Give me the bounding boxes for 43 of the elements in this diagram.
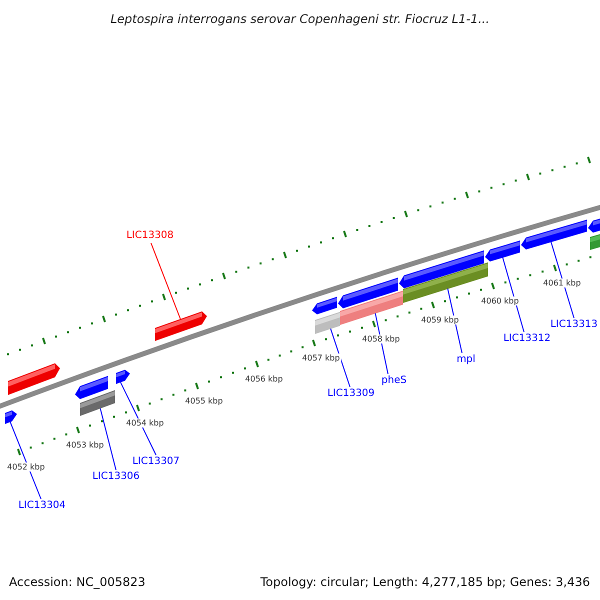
footer-text: Accession: NC_005823 <box>9 575 146 589</box>
gene-bar <box>340 290 403 325</box>
gene-feature <box>588 216 600 233</box>
scale-label: 4055 kbp <box>184 396 224 406</box>
leader-line <box>374 312 388 374</box>
gene-label: LIC13306 <box>92 471 140 483</box>
scale-label: 4052 kbp <box>6 462 46 472</box>
gene-feature <box>485 240 520 262</box>
scale-label: 4058 kbp <box>361 334 401 344</box>
leader-line <box>100 408 116 470</box>
leader-line <box>550 241 574 318</box>
leader-line <box>120 382 156 456</box>
gene-feature <box>521 220 587 250</box>
gene-bar <box>80 390 115 416</box>
leader-line <box>330 328 350 388</box>
gene-feature <box>312 296 337 314</box>
gene-label: LIC13304 <box>18 500 66 512</box>
gene-label: pheS <box>381 375 407 387</box>
gene-label: LIC13312 <box>503 333 551 345</box>
leader-line <box>502 257 524 332</box>
scale-label: 4053 kbp <box>65 440 105 450</box>
gene-feature <box>116 370 130 384</box>
scale-label: 4059 kbp <box>420 316 460 324</box>
gene-feature <box>155 311 207 341</box>
gene-label: mpl <box>456 354 476 366</box>
leader-line <box>150 242 181 320</box>
gene-label: LIC13313 <box>550 319 598 331</box>
gene-feature <box>8 363 60 395</box>
scale-label: 4061 kbp <box>542 278 582 288</box>
scale-label: 4060 kbp <box>480 296 520 306</box>
leader-line <box>10 421 42 500</box>
gene-label: LIC13309 <box>327 388 375 400</box>
gene-bar <box>315 312 340 334</box>
scale-label: 4056 kbp <box>244 374 284 384</box>
scale-label: 4057 kbp <box>301 354 341 362</box>
gene-bar <box>590 232 600 250</box>
footer-text: Topology: circular; Length: 4,277,185 bp; Genes: 3,436 <box>260 575 590 589</box>
leader-line <box>447 288 462 354</box>
gene-label: LIC13307 <box>132 456 180 468</box>
gene-label: LIC13308 <box>126 230 174 242</box>
title: Leptospira interrogans serovar Copenhageni str. Fiocruz L1-1... <box>110 12 490 26</box>
scale-label: 4054 kbp <box>125 418 165 428</box>
gene-feature <box>5 410 17 424</box>
